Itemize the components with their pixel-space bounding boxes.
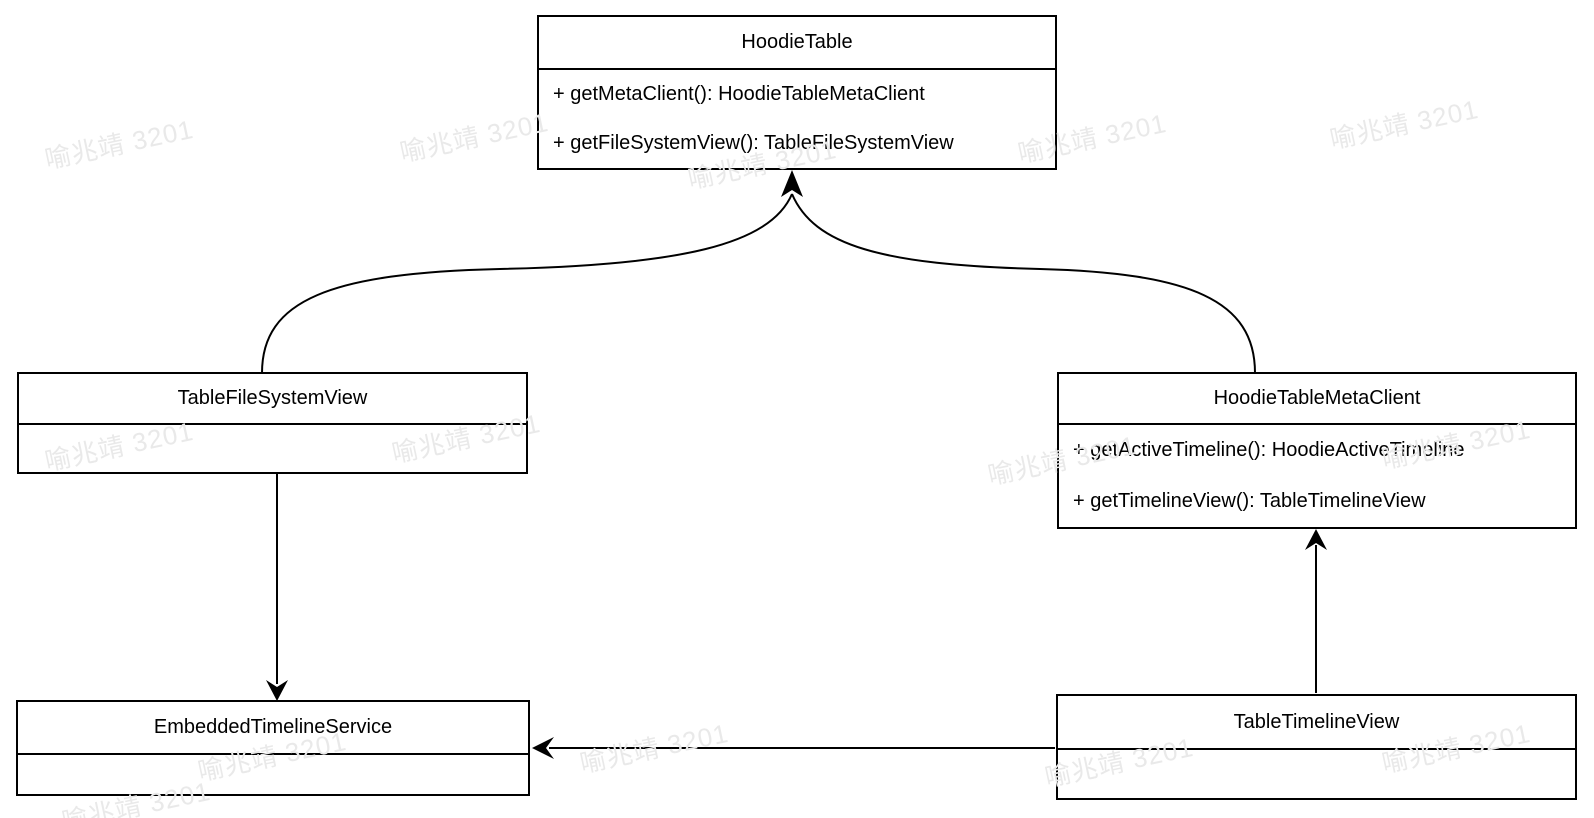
arrowhead-down-icon — [266, 680, 288, 701]
class-box-hoodietable: HoodieTable + getMetaClient(): HoodieTab… — [537, 15, 1057, 170]
class-title: TableTimelineView — [1058, 696, 1575, 750]
class-title: EmbeddedTimelineService — [18, 702, 528, 755]
edge-hoodietablemetaclient-to-hoodietable — [791, 193, 1256, 374]
class-title: HoodieTableMetaClient — [1059, 374, 1575, 425]
class-method: + getFileSystemView(): TableFileSystemVi… — [553, 132, 954, 154]
arrowhead-left-icon — [532, 737, 554, 759]
class-box-embeddedtimelineservice: EmbeddedTimelineService — [16, 700, 530, 796]
class-box-hoodietablemetaclient: HoodieTableMetaClient + getActiveTimelin… — [1057, 372, 1577, 529]
class-box-tablefilesystemview: TableFileSystemView — [17, 372, 528, 474]
arrowhead-up-icon — [1305, 529, 1327, 550]
edge-tablefilesystemview-to-hoodietable — [261, 193, 793, 374]
class-box-tabletimelineview: TableTimelineView — [1056, 694, 1577, 800]
class-method: + getMetaClient(): HoodieTableMetaClient — [553, 83, 925, 105]
class-title: HoodieTable — [539, 17, 1055, 70]
class-methods: + getMetaClient(): HoodieTableMetaClient… — [539, 70, 1055, 168]
class-title: TableFileSystemView — [19, 374, 526, 425]
class-methods: + getActiveTimeline(): HoodieActiveTimel… — [1059, 425, 1575, 527]
arrowhead-up-icon — [781, 170, 803, 197]
class-method: + getActiveTimeline(): HoodieActiveTimel… — [1073, 439, 1465, 461]
class-method: + getTimelineView(): TableTimelineView — [1073, 490, 1426, 512]
